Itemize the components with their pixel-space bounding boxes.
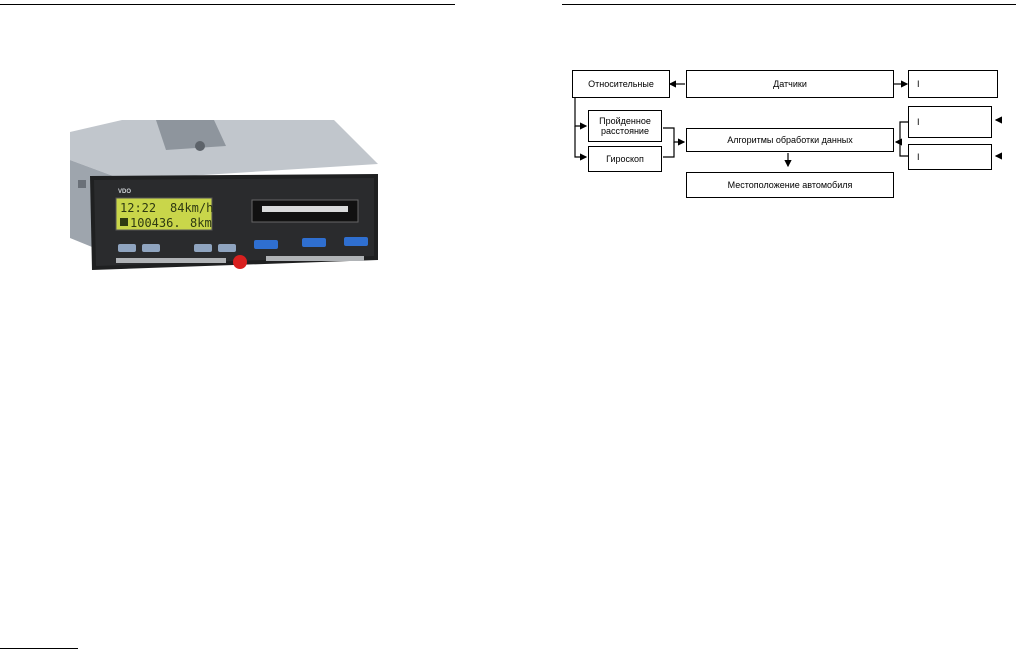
grey-button-4 xyxy=(218,244,236,252)
box-relative-label: Относительные xyxy=(588,79,654,89)
box-right-top: I xyxy=(908,70,998,98)
box-gyro-label: Гироскоп xyxy=(606,154,644,164)
box-relative: Относительные xyxy=(572,70,670,98)
box-right-top-label: I xyxy=(917,79,920,89)
box-sensors: Датчики xyxy=(686,70,894,98)
box-right-mid-label: I xyxy=(917,117,920,127)
box-right-bottom-label: I xyxy=(917,152,920,162)
lcd-speed: 84km/h xyxy=(170,201,213,215)
top-rule-left xyxy=(0,4,455,5)
red-button xyxy=(233,255,247,269)
box-right-mid: I xyxy=(908,106,992,138)
tachograph-device-image: 12:22 84km/h 100436. 8km VDO xyxy=(70,120,378,270)
lower-slot-left xyxy=(116,258,226,263)
chassis-screw xyxy=(195,141,205,151)
box-algorithms: Алгоритмы обработки данных xyxy=(686,128,894,152)
box-distance-label: Пройденное расстояние xyxy=(599,116,651,136)
grey-button-2 xyxy=(142,244,160,252)
block-diagram: Относительные Датчики I Пройденное расст… xyxy=(560,60,1010,210)
box-gyro: Гироскоп xyxy=(588,146,662,172)
lcd-display xyxy=(115,197,213,231)
chassis-top xyxy=(70,120,378,180)
blue-button-2 xyxy=(302,238,326,247)
lcd-odometer-unit: 8km xyxy=(190,216,212,230)
box-location-label: Местоположение автомобиля xyxy=(727,180,853,190)
diagram-connectors xyxy=(574,80,1002,168)
chassis-cover xyxy=(156,120,226,150)
lower-slot-right xyxy=(266,256,364,261)
box-location: Местоположение автомобиля xyxy=(686,172,894,198)
box-sensors-label: Датчики xyxy=(773,79,807,89)
lcd-time: 12:22 xyxy=(120,201,156,215)
blue-button-1 xyxy=(254,240,278,249)
box-right-bottom: I xyxy=(908,144,992,170)
top-rule-right xyxy=(562,4,1016,5)
grey-button-1 xyxy=(118,244,136,252)
lcd-odometer: 100436. xyxy=(130,216,181,230)
footnote-rule xyxy=(0,648,78,649)
grey-button-3 xyxy=(194,244,212,252)
box-distance: Пройденное расстояние xyxy=(588,110,662,142)
brand-label: VDO xyxy=(118,189,131,195)
blue-button-3 xyxy=(344,237,368,246)
box-algorithms-label: Алгоритмы обработки данных xyxy=(727,135,853,145)
